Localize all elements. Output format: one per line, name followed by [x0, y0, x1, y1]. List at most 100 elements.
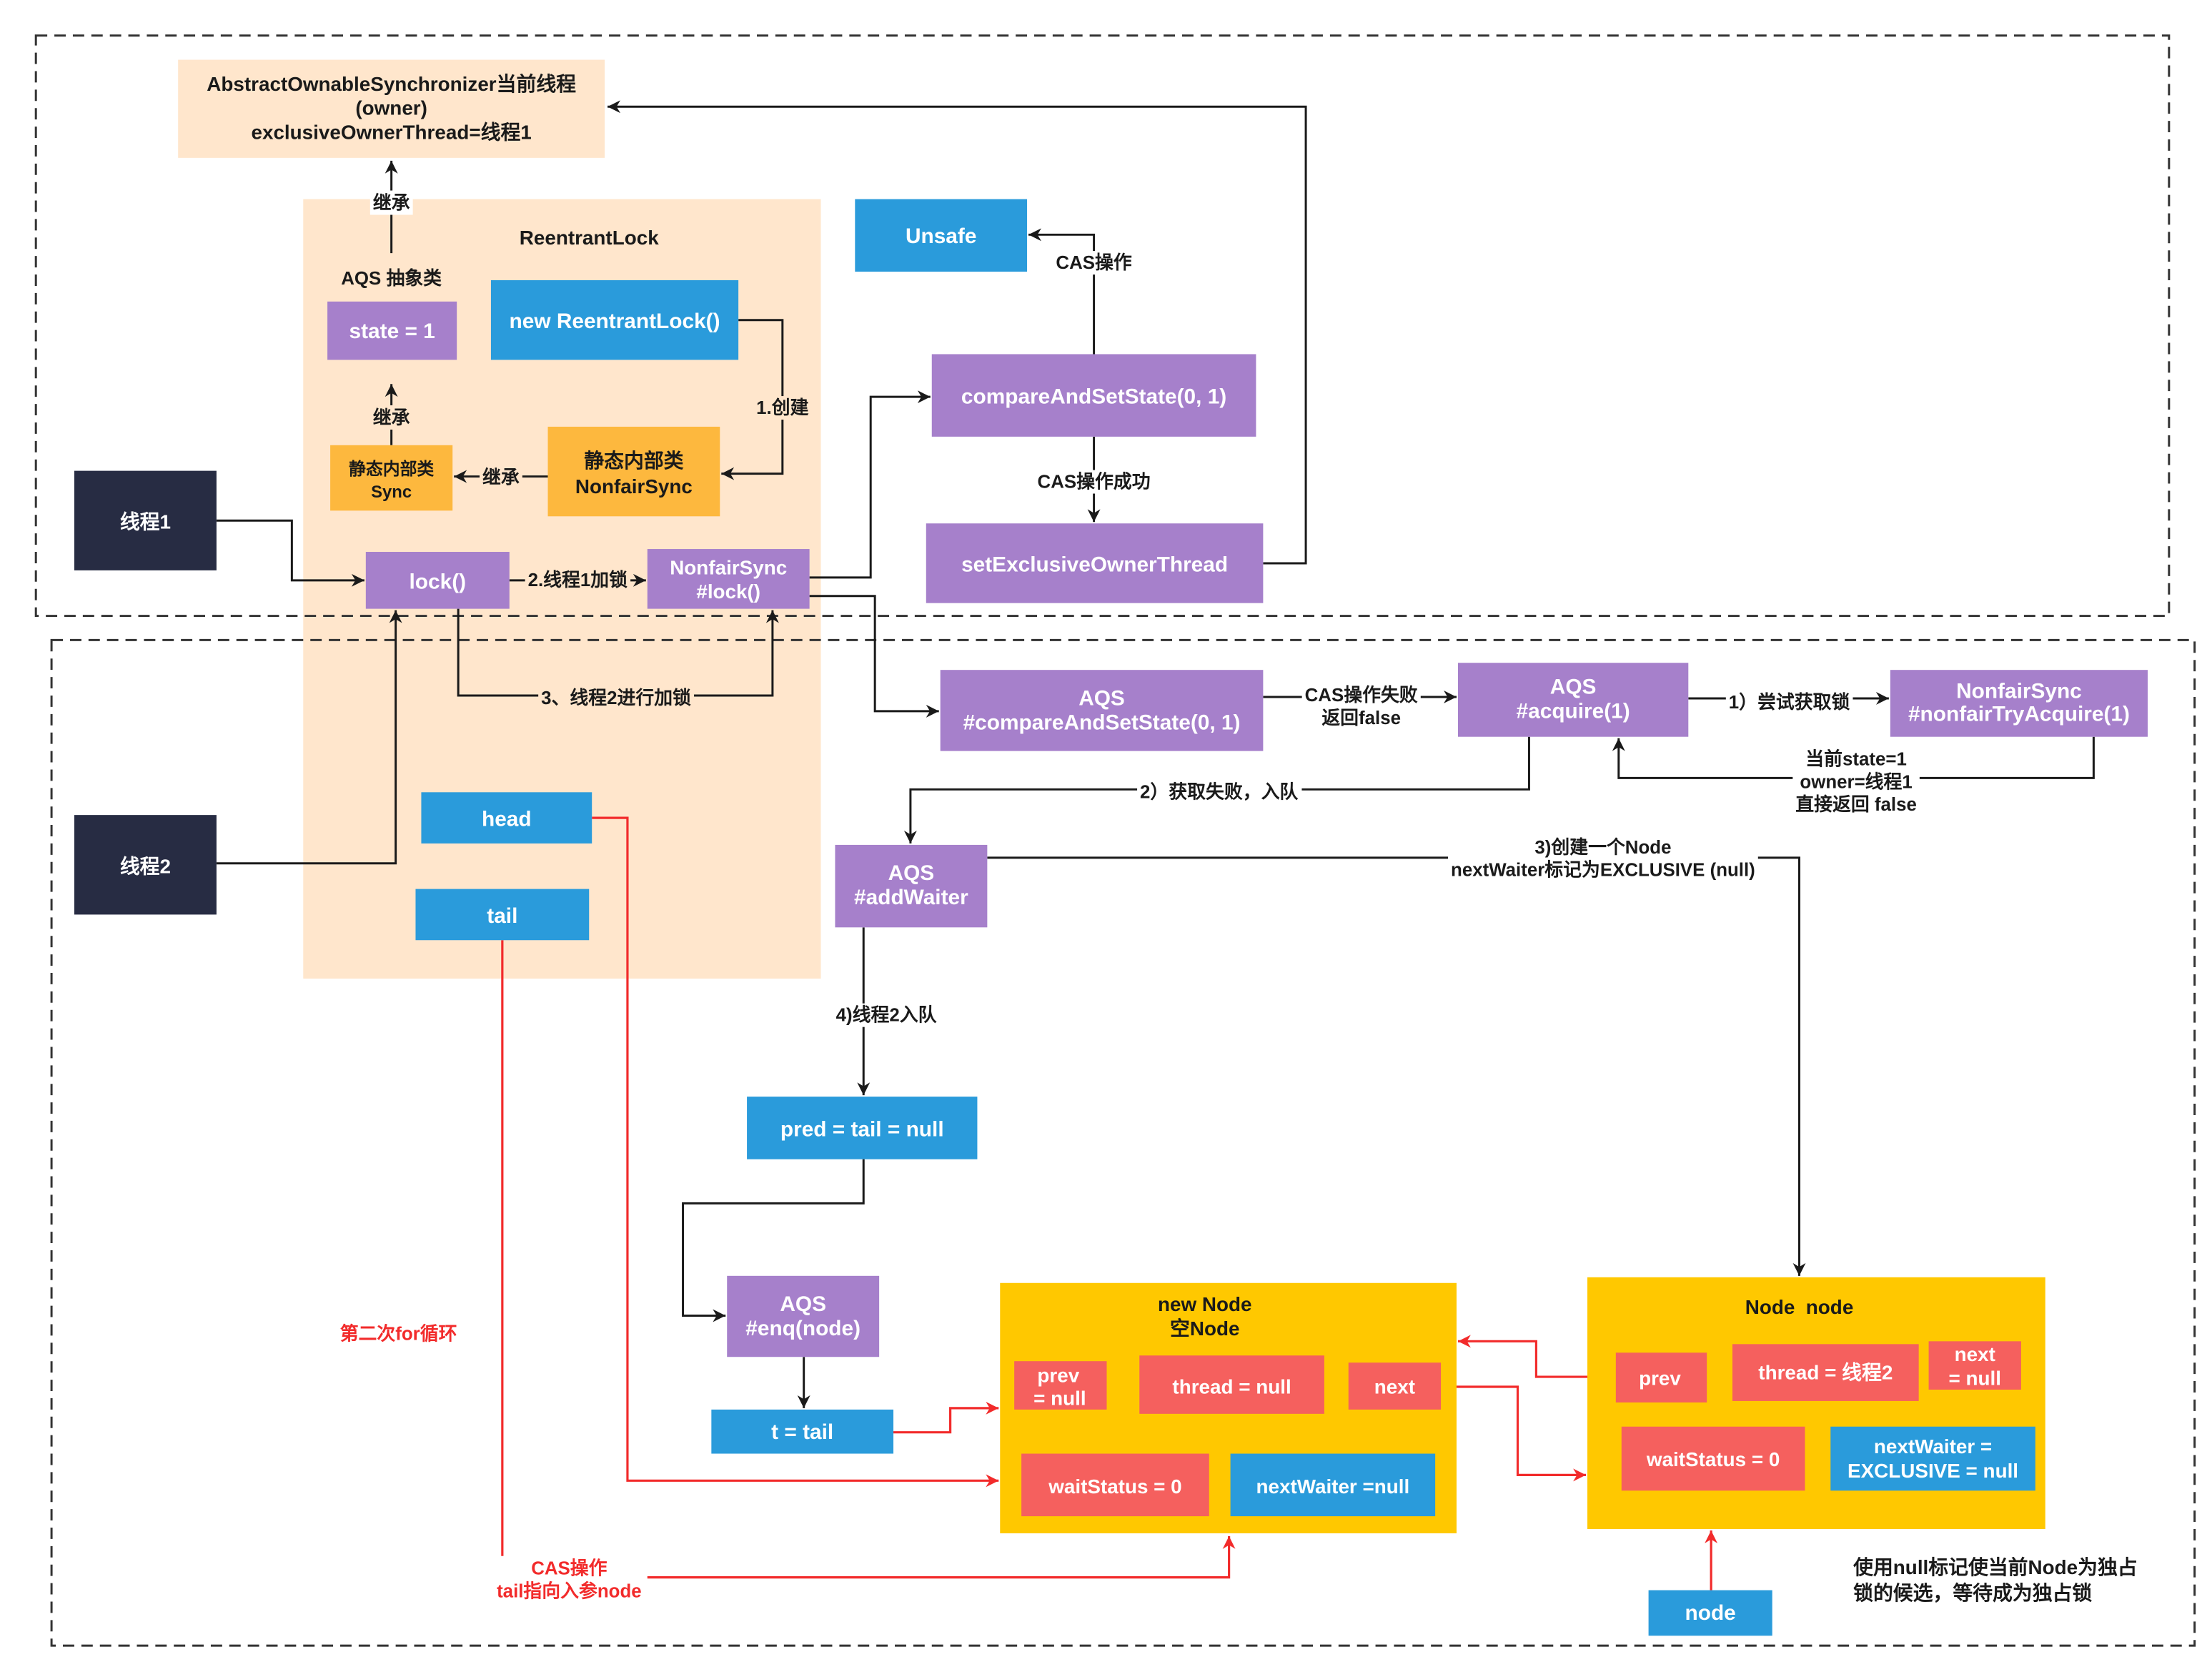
sync-box — [330, 445, 453, 511]
label-cas-op-bg — [1053, 251, 1135, 275]
new-node-prev-line1: prev — [1037, 1365, 1079, 1387]
head-box — [421, 792, 592, 844]
label-enqueue-fail: 2）获取失败，入队 — [1140, 781, 1299, 802]
pred-label: pred = tail = null — [780, 1117, 944, 1141]
reentrant-lock-title: ReentrantLock — [520, 227, 659, 249]
label-thread2-lock: 3、线程2进行加锁 — [541, 687, 691, 708]
thread1-label: 线程1 — [120, 511, 171, 533]
edge-red-node-prev — [1457, 1335, 1616, 1378]
label-thread2-enqueue-bg — [833, 1003, 941, 1027]
new-node-prev-box — [1014, 1361, 1107, 1410]
thread2-label: 线程2 — [120, 855, 171, 877]
unsafe-box — [855, 199, 1028, 272]
thread1-box — [74, 470, 217, 570]
nonfair-try-acquire-box — [1890, 670, 2148, 737]
label-create-node-line1: 3)创建一个Node — [1534, 837, 1671, 858]
aqs-acquire-line1: AQS — [1550, 676, 1597, 699]
state-label: state = 1 — [349, 320, 435, 343]
node-ref-box — [1648, 1590, 1772, 1636]
nonfair-lock-line1: NonfairSync — [670, 556, 787, 578]
node-ref-label: node — [1685, 1601, 1736, 1625]
new-node-wait-status-label: waitStatus = 0 — [1048, 1475, 1181, 1498]
label-try-result-line3: 直接返回 false — [1795, 794, 1917, 815]
edge-red-tail-cas — [647, 1535, 1236, 1579]
note-exclusive-line2: 锁的候选，等待成为独占锁 — [1853, 1581, 2092, 1604]
node-next-box — [1928, 1341, 2021, 1390]
node-thread-box — [1732, 1344, 1919, 1401]
note-second-loop: 第二次for循环 — [340, 1322, 457, 1344]
node-prev-label: prev — [1639, 1367, 1681, 1390]
node-prev-box — [1615, 1352, 1707, 1403]
node-wait-status-box — [1621, 1426, 1805, 1491]
new-node-next-waiter-label: nextWaiter =null — [1256, 1475, 1409, 1498]
label-thread2-lock-bg — [538, 685, 695, 710]
t-tail-box — [711, 1409, 894, 1454]
new-node-prev-line2: = null — [1033, 1387, 1086, 1409]
node-next-waiter-line1: nextWaiter = — [1874, 1435, 1992, 1458]
sync-line1: 静态内部类 — [349, 459, 434, 479]
aqs-enq-line1: AQS — [780, 1292, 826, 1316]
edge-nonfair-lock-cas — [809, 390, 931, 579]
label-inherit-nonfair: 继承 — [482, 467, 520, 488]
label-create: 1.创建 — [756, 397, 808, 418]
edge-red-t-tail-new-node — [893, 1401, 999, 1434]
owner-line3: exclusiveOwnerThread=线程1 — [251, 122, 531, 144]
thread2-box — [74, 815, 217, 915]
label-create-node-line2: nextWaiter标记为EXCLUSIVE (null) — [1451, 860, 1755, 881]
label-try-acquire-bg — [1725, 689, 1853, 714]
node-next-waiter-box — [1830, 1426, 2035, 1491]
owner-line1: AbstractOwnableSynchronizer当前线程 — [207, 72, 576, 95]
nonfair-try-acquire-line2: #nonfairTryAcquire(1) — [1908, 702, 2130, 726]
edge-thread2-lock — [216, 610, 402, 865]
label-cas-fail: CAS操作失败 返回false — [1305, 685, 1418, 728]
label-inherit-nonfair-bg — [480, 465, 522, 490]
node-next-waiter-line2: EXCLUSIVE = null — [1848, 1460, 2018, 1482]
new-reentrant-lock-label: new ReentrantLock() — [510, 310, 720, 333]
node-thread-label: thread = 线程2 — [1758, 1362, 1893, 1384]
aqs-acquire-box — [1457, 663, 1689, 737]
label-thread2-enqueue: 4)线程2入队 — [836, 1005, 938, 1026]
aqs-cas-box — [940, 670, 1264, 751]
lock-label: lock() — [410, 570, 467, 593]
edge-set-owner — [607, 100, 1307, 565]
label-cas-success-bg — [1034, 470, 1154, 494]
nonfair-sync-box — [547, 426, 720, 517]
owner-line2: (owner) — [355, 97, 427, 119]
label-create-node: 3)创建一个Node nextWaiter标记为EXCLUSIVE (null) — [1451, 837, 1755, 881]
edge-nonfair-lock-aqs-cas — [809, 595, 939, 718]
set-owner-label: setExclusiveOwnerThread — [961, 553, 1228, 576]
label-create-bg — [753, 396, 812, 420]
nonfair-lock-box — [647, 549, 810, 609]
aqs-add-waiter-box — [835, 844, 988, 928]
t-tail-label: t = tail — [771, 1420, 833, 1444]
nonfair-sync-line2: NonfairSync — [575, 475, 693, 498]
label-tail-cas-line2: tail指向入参node — [497, 1581, 642, 1602]
node-next-line1: next — [1955, 1343, 1995, 1365]
aqs-acquire-line2: #acquire(1) — [1517, 699, 1630, 723]
label-cas-op: CAS操作 — [1056, 252, 1131, 273]
new-node-next-box — [1348, 1362, 1442, 1410]
label-inherit-owner: 继承 — [373, 192, 410, 214]
label-cas-success: CAS操作成功 — [1038, 472, 1151, 493]
lock-box — [365, 552, 510, 609]
thread1-region — [34, 34, 2171, 618]
label-thread1-lock: 2.线程1加锁 — [528, 569, 628, 590]
new-node-thread-label: thread = null — [1172, 1376, 1291, 1398]
set-owner-box — [926, 523, 1264, 603]
label-tail-cas-line1: CAS操作 — [531, 1558, 607, 1579]
label-try-result-line1: 当前state=1 — [1805, 748, 1907, 770]
state-box — [327, 301, 457, 360]
node-wait-status-label: waitStatus = 0 — [1646, 1448, 1780, 1470]
label-cas-fail-line2: 返回false — [1321, 708, 1401, 728]
sync-line2: Sync — [371, 483, 412, 502]
pred-box — [747, 1097, 978, 1159]
label-try-result-line2: owner=线程1 — [1800, 771, 1912, 792]
aqs-enq-box — [727, 1275, 880, 1357]
label-inherit-sync: 继承 — [373, 407, 410, 428]
aqs-enq-line2: #enq(node) — [745, 1317, 861, 1340]
label-create-node-bg — [1448, 835, 1758, 882]
new-node-next-label: next — [1374, 1376, 1415, 1398]
aqs-add-waiter-line2: #addWaiter — [854, 886, 968, 909]
label-try-acquire: 1）尝试获取锁 — [1729, 691, 1850, 713]
